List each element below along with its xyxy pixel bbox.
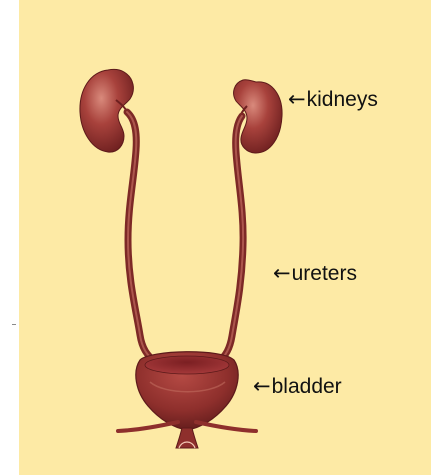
kidneys-label-text: kidneys — [307, 89, 378, 110]
left-arrow-icon: ← — [253, 376, 271, 397]
left-arrow-icon: ← — [288, 89, 306, 110]
bladder — [118, 352, 256, 448]
ureters-label-text: ureters — [292, 263, 357, 284]
bladder-label: ← bladder — [253, 376, 342, 397]
bladder-label-text: bladder — [272, 376, 342, 397]
left-ureter — [127, 112, 156, 362]
left-arrow-icon: ← — [273, 263, 291, 284]
kidneys-label: ← kidneys — [288, 89, 378, 110]
ureters-label: ← ureters — [273, 263, 357, 284]
right-ureter — [218, 116, 243, 362]
